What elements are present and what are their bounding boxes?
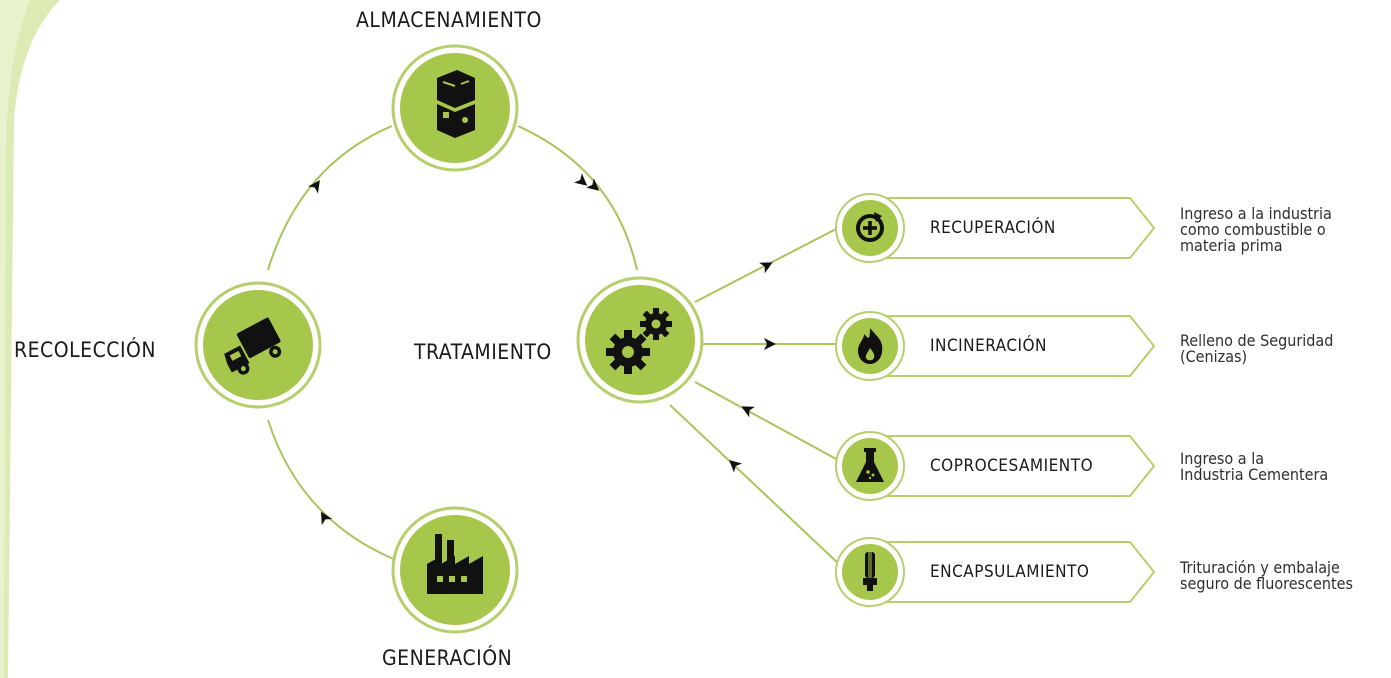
label-generacion: GENERACIÓN <box>382 646 513 670</box>
arrowhead <box>741 406 755 418</box>
connector-recoleccion-almacenamiento <box>267 125 393 271</box>
note-line: Ingreso a la industria <box>1180 204 1332 223</box>
node-tratamiento <box>576 276 704 404</box>
note-encapsulamiento: Trituración y embalaje seguro de fluores… <box>1180 560 1353 592</box>
label-recuperacion: RECUPERACIÓN <box>930 218 1056 238</box>
banner-incineracion <box>835 311 1156 381</box>
arrowhead <box>574 173 588 186</box>
node-recoleccion <box>194 281 322 409</box>
node-almacenamiento <box>391 44 519 172</box>
arrowhead <box>308 180 320 194</box>
banner-encapsulamiento <box>835 537 1156 607</box>
connector-generacion-recoleccion <box>267 419 397 561</box>
note-incineracion: Relleno de Seguridad (Cenizas) <box>1180 333 1333 365</box>
connector-almacenamiento-tratamiento <box>517 125 638 271</box>
note-line: materia prima <box>1180 236 1283 255</box>
label-coprocesamiento: COPROCESAMIENTO <box>930 456 1094 476</box>
boxes-icon <box>437 70 475 138</box>
note-coprocesamiento: Ingreso a la Industria Cementera <box>1180 451 1328 483</box>
arrowhead <box>729 459 743 473</box>
note-line: Ingreso a la <box>1180 449 1265 468</box>
flask-icon <box>856 448 884 482</box>
note-line: seguro de fluorescentes <box>1180 574 1353 593</box>
banner-recuperacion <box>835 193 1156 263</box>
note-line: Industria Cementera <box>1180 465 1329 484</box>
label-tratamiento: TRATAMIENTO <box>414 340 552 364</box>
note-recuperacion: Ingreso a la industria como combustible … <box>1180 206 1332 254</box>
banner-coprocesamiento <box>835 431 1156 501</box>
note-line: Trituración y embalaje <box>1180 558 1340 577</box>
note-line: (Cenizas) <box>1180 347 1248 366</box>
note-line: Relleno de Seguridad <box>1180 331 1334 350</box>
fluorescent-lamp-icon <box>863 552 877 591</box>
factory-icon <box>427 534 483 594</box>
arrowhead <box>764 338 776 350</box>
connector-tratamiento-encapsulamiento <box>669 404 841 566</box>
flame-icon <box>858 328 883 364</box>
recycle-plus-icon <box>856 212 884 242</box>
arrowhead <box>321 511 333 525</box>
truck-icon <box>224 317 282 375</box>
arrowhead <box>759 262 773 274</box>
label-encapsulamiento: ENCAPSULAMIENTO <box>930 562 1090 582</box>
note-line: como combustible o <box>1180 220 1326 239</box>
decorative-left-shape-inner <box>0 0 30 678</box>
connector-tratamiento-coprocesamiento <box>694 381 839 461</box>
gears-icon <box>606 308 672 374</box>
arrowhead <box>586 178 600 191</box>
label-almacenamiento: ALMACENAMIENTO <box>356 8 542 32</box>
node-generacion <box>391 506 519 634</box>
label-recoleccion: RECOLECCIÓN <box>14 338 157 362</box>
label-incineracion: INCINERACIÓN <box>930 336 1047 356</box>
